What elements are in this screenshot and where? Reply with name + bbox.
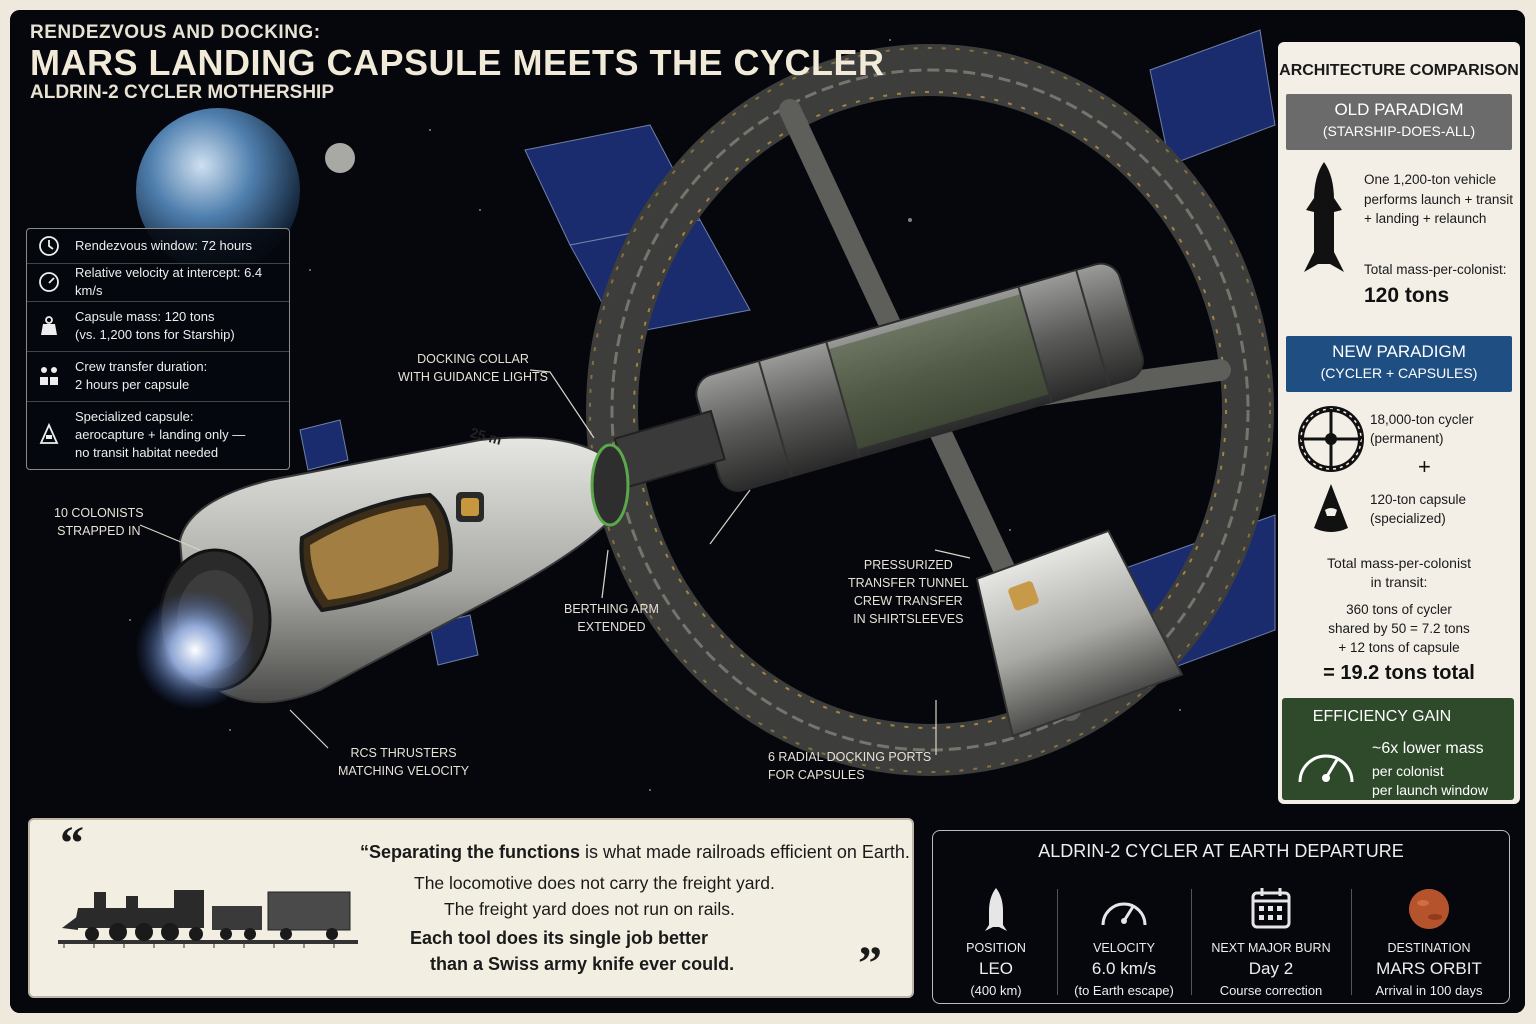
quote-panel: “ ” “Separating the functions is what ma… [28, 817, 914, 998]
clock-icon [39, 236, 59, 256]
old-mass-label: Total mass-per-colonist: [1364, 262, 1507, 277]
calendar-icon [1251, 888, 1291, 929]
quote-line-5: than a Swiss army knife ever could. [430, 954, 735, 974]
next-burn-detail: Course correction [1219, 983, 1323, 998]
speedometer-icon [1298, 754, 1354, 783]
destination-label: DESTINATION [1387, 941, 1471, 955]
stat-text: Rendezvous window: 72 hours [75, 238, 253, 253]
stat-row: Crew transfer duration: 2 hours per caps… [27, 351, 289, 402]
mars-icon [1409, 889, 1449, 929]
stat-row: Specialized capsule: aerocapture + landi… [27, 401, 289, 469]
next-burn-column: NEXT MAJOR BURN Day 2 Course correction [1193, 879, 1349, 998]
starship-icon [1304, 162, 1344, 272]
capsule-label: 120-ton capsule (specialized) [1370, 492, 1467, 526]
quote-line-1-emphasis: “Separating the functions [360, 842, 581, 862]
velocity-label: VELOCITY [1093, 941, 1155, 955]
callout-transfer-tunnel: PRESSURIZED TRANSFER TUNNEL CREW TRANSFE… [848, 558, 969, 626]
close-quote-mark: ” [858, 937, 882, 990]
callout-docking-ports: 6 RADIAL DOCKING PORTS FOR CAPSULES [768, 750, 932, 782]
stat-text: Capsule mass: 120 tons (vs. 1,200 tons f… [75, 309, 235, 342]
transit-mass-label: Total mass-per-colonist in transit: [1327, 555, 1471, 590]
position-column: POSITION LEO (400 km) [941, 879, 1051, 998]
stat-text: Relative velocity at intercept: 6.4 km/s [75, 265, 263, 298]
efficiency-gain-box: EFFICIENCY GAIN ~6x lower mass per colon… [1282, 698, 1514, 800]
destination-column: DESTINATION MARS ORBIT Arrival in 100 da… [1353, 879, 1505, 998]
architecture-comparison-panel: ARCHITECTURE COMPARISON OLD PARADIGM (ST… [1278, 42, 1520, 804]
callout-rcs-thrusters: RCS THRUSTERS MATCHING VELOCITY [338, 746, 470, 778]
page-title: MARS LANDING CAPSULE MEETS THE CYCLER [30, 42, 885, 83]
position-detail: (400 km) [970, 983, 1022, 998]
velocity-column: VELOCITY 6.0 km/s (to Earth escape) [1059, 879, 1189, 998]
ship-name: ALDRIN-2 CYCLER MOTHERSHIP [30, 82, 335, 103]
quote-line-1: “Separating the functions is what made r… [360, 842, 910, 863]
next-burn-value: Day 2 [1248, 959, 1294, 978]
mission-stats-panel: Rendezvous window: 72 hours Relative vel… [26, 228, 290, 470]
new-paradigm-subtitle: (CYCLER + CAPSULES) [1320, 365, 1478, 381]
divider [1191, 889, 1192, 995]
departure-title: ALDRIN-2 CYCLER AT EARTH DEPARTURE [1038, 841, 1404, 861]
mass-calculation: 360 tons of cycler shared by 50 = 7.2 to… [1328, 602, 1470, 655]
quote-line-4: Each tool does its single job better [410, 928, 709, 948]
cycler-ring-icon [1298, 406, 1364, 472]
weight-icon [41, 316, 57, 335]
new-paradigm-title: NEW PARADIGM [1332, 342, 1466, 361]
new-paradigm-banner: NEW PARADIGM (CYCLER + CAPSULES) [1286, 336, 1512, 392]
gauge-icon [39, 272, 59, 292]
total-mass-value: = 19.2 tons total [1323, 662, 1475, 684]
callout-colonists: 10 COLONISTS STRAPPED IN [54, 506, 144, 538]
plus-sign: + [1418, 454, 1431, 479]
header-subtitle: RENDEZVOUS AND DOCKING: [30, 22, 321, 43]
departure-status-panel: ALDRIN-2 CYCLER AT EARTH DEPARTURE POSIT… [932, 830, 1510, 1004]
divider [1351, 889, 1352, 995]
old-paradigm-title: OLD PARADIGM [1334, 100, 1464, 119]
open-quote-mark: “ [60, 817, 84, 870]
position-label: POSITION [966, 941, 1026, 955]
old-paradigm-subtitle: (STARSHIP-DOES-ALL) [1322, 123, 1476, 139]
destination-detail: Arrival in 100 days [1375, 983, 1483, 998]
stat-text: Specialized capsule: aerocapture + landi… [75, 409, 246, 460]
velocity-value: 6.0 km/s [1091, 959, 1157, 978]
capsule-icon [39, 423, 59, 444]
efficiency-title: EFFICIENCY GAIN [1312, 708, 1452, 725]
quote-line-3: The freight yard does not run on rails. [444, 899, 735, 919]
cycler-label: 18,000-ton cycler (permanent) [1370, 412, 1474, 446]
infographic-frame: RENDEZVOUS AND DOCKING: MARS LANDING CAP… [10, 10, 1525, 1013]
quote-line-2: The locomotive does not carry the freigh… [414, 873, 775, 893]
stat-row: Rendezvous window: 72 hours [27, 229, 289, 264]
efficiency-headline: ~6x lower mass [1372, 740, 1484, 757]
locomotive-icon [58, 890, 358, 948]
speedometer-icon [1101, 902, 1147, 926]
callout-berthing-arm: BERTHING ARM EXTENDED [564, 602, 659, 634]
old-paradigm-banner: OLD PARADIGM (STARSHIP-DOES-ALL) [1286, 94, 1512, 150]
crew-icon [40, 367, 58, 385]
quote-line-1-rest: is what made railroads efficient on Eart… [580, 842, 910, 862]
comparison-title: ARCHITECTURE COMPARISON [1279, 62, 1519, 79]
next-burn-label: NEXT MAJOR BURN [1211, 941, 1331, 955]
efficiency-detail: per colonist per launch window [1372, 763, 1488, 798]
callout-docking-collar: DOCKING COLLAR WITH GUIDANCE LIGHTS [398, 352, 549, 384]
divider [1057, 889, 1058, 995]
capsule-icon [1314, 484, 1348, 532]
velocity-detail: (to Earth escape) [1074, 983, 1174, 998]
stat-row: Capsule mass: 120 tons (vs. 1,200 tons f… [27, 301, 289, 352]
stat-row: Relative velocity at intercept: 6.4 km/s [27, 263, 289, 302]
stat-text: Crew transfer duration: 2 hours per caps… [75, 359, 208, 392]
destination-value: MARS ORBIT [1376, 959, 1482, 978]
old-paradigm-description: One 1,200-ton vehicle performs launch + … [1364, 172, 1513, 226]
old-mass-value: 120 tons [1364, 284, 1450, 307]
rocket-icon [985, 888, 1007, 931]
position-value: LEO [978, 959, 1014, 978]
